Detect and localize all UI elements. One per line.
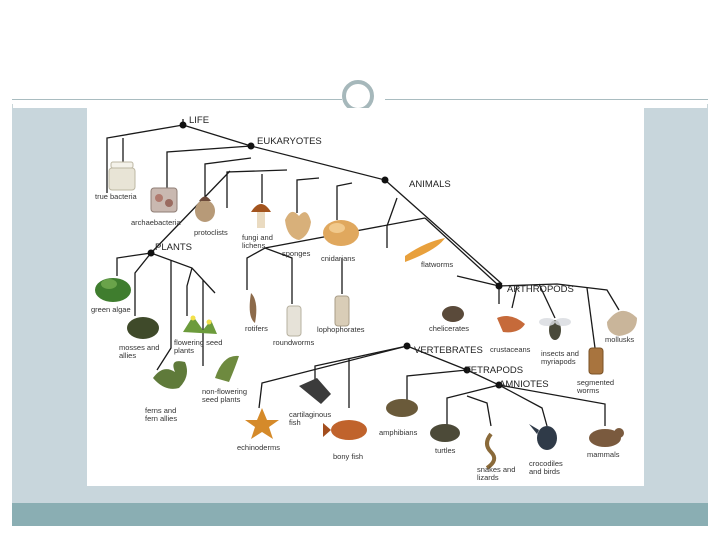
taxon-label: true bacteria	[95, 192, 138, 201]
sponge-icon	[285, 211, 311, 240]
taxon-label: flowering seed	[174, 338, 222, 347]
nonflowering-plant-icon	[215, 355, 239, 382]
node-animals	[381, 176, 389, 184]
rotifer-icon	[249, 293, 257, 323]
taxon-label: insects and	[541, 349, 579, 358]
taxon-label: segmented	[577, 378, 614, 387]
bacteria-jar-icon	[108, 161, 136, 191]
footer-bar	[12, 503, 708, 526]
mushroom-icon	[251, 204, 271, 228]
group-labels: LIFE EUKARYOTES ANIMALS PLANTS ARTHROPOD…	[155, 115, 574, 390]
taxon-label: lichens	[242, 241, 266, 250]
lophophorate-jar-icon	[334, 295, 350, 327]
taxon-label: echinoderms	[237, 443, 280, 452]
taxon-label: fern allies	[145, 414, 177, 423]
green-algae-icon	[95, 278, 131, 302]
group-label-plants: PLANTS	[155, 242, 192, 253]
taxon-label: and birds	[529, 467, 560, 476]
taxon-label: fish	[289, 418, 301, 427]
taxon-label: myriapods	[541, 357, 576, 366]
taxon-label: mammals	[587, 450, 620, 459]
protoclist-icon	[195, 196, 215, 222]
bony-fish-icon	[323, 420, 367, 440]
taxon-label: crocodiles	[529, 459, 563, 468]
node-arthropods	[495, 282, 503, 290]
taxon-label: plants	[174, 346, 194, 355]
crustacean-icon	[497, 316, 525, 333]
taxon-label: roundworms	[273, 338, 315, 347]
flatworm-icon	[405, 238, 445, 262]
mollusk-shell-icon	[607, 310, 637, 336]
taxon-label: amphibians	[379, 428, 418, 437]
flowering-plant-icon	[183, 315, 217, 334]
chelicerate-icon	[442, 306, 464, 322]
group-label-tetrapods: TETRAPODS	[465, 365, 523, 376]
frog-icon	[386, 399, 418, 417]
taxon-label: rotifers	[245, 324, 268, 333]
shark-icon	[299, 378, 331, 404]
node-vertebrates	[403, 342, 411, 350]
taxon-label: non-flowering	[202, 387, 247, 396]
taxon-label: green algae	[91, 305, 131, 314]
insect-icon	[539, 318, 571, 340]
taxon-label: sponges	[282, 249, 311, 258]
taxon-label: seed plants	[202, 395, 241, 404]
snake-icon	[485, 432, 497, 470]
taxon-label: flatworms	[421, 260, 453, 269]
archaebacteria-jar-icon	[150, 187, 178, 213]
taxon-label: turtles	[435, 446, 456, 455]
taxon-label: allies	[119, 351, 136, 360]
turtle-icon	[430, 424, 460, 442]
roundworm-jar-icon	[286, 305, 302, 337]
group-label-vertebrates: VERTEBRATES	[414, 345, 483, 356]
bird-icon	[529, 424, 557, 450]
organism-illustrations	[95, 161, 637, 470]
ring-ornament-icon	[342, 80, 374, 112]
tree-of-life-figure: LIFE EUKARYOTES ANIMALS PLANTS ARTHROPOD…	[87, 108, 644, 486]
taxon-label: cnidarians	[321, 254, 355, 263]
taxon-label: fungi and	[242, 233, 273, 242]
taxon-label: mollusks	[605, 335, 634, 344]
segmented-worm-jar-icon	[588, 347, 604, 375]
tree-nodes	[147, 121, 503, 389]
taxon-label: mosses and	[119, 343, 159, 352]
taxon-label: archaebacteria	[131, 218, 181, 227]
group-label-eukaryotes: EUKARYOTES	[257, 136, 322, 147]
taxon-label: chelicerates	[429, 324, 469, 333]
cnidarian-icon	[323, 220, 359, 246]
fern-icon	[153, 361, 187, 389]
group-label-arthropods: ARTHROPODS	[507, 284, 574, 295]
phylogenetic-tree: LIFE EUKARYOTES ANIMALS PLANTS ARTHROPOD…	[91, 115, 637, 482]
title-divider-left	[12, 99, 342, 100]
taxon-label: protoclists	[194, 228, 228, 237]
group-label-life: LIFE	[189, 115, 209, 126]
echinoderm-starfish-icon	[245, 408, 279, 439]
group-label-animals: ANIMALS	[409, 179, 451, 190]
group-label-amniotes: AMNIOTES	[499, 379, 549, 390]
taxon-label: crustaceans	[490, 345, 531, 354]
title-divider-right	[385, 99, 708, 100]
node-plants	[147, 249, 155, 257]
taxon-label: bony fish	[333, 452, 363, 461]
taxon-label: worms	[576, 386, 599, 395]
taxon-labels: true bacteria archaebacteria protoclists…	[91, 192, 634, 482]
taxon-label: lophophorates	[317, 325, 365, 334]
tree-branches	[106, 119, 620, 427]
mammal-icon	[589, 428, 624, 447]
moss-icon	[127, 317, 159, 339]
taxon-label: lizards	[477, 473, 499, 482]
node-tetrapods	[463, 366, 471, 374]
node-amniotes	[495, 381, 503, 389]
node-life	[179, 121, 187, 129]
taxon-label: ferns and	[145, 406, 176, 415]
taxon-label: cartilaginous	[289, 410, 331, 419]
node-eukaryotes	[247, 142, 255, 150]
taxon-label: snakes and	[477, 465, 515, 474]
